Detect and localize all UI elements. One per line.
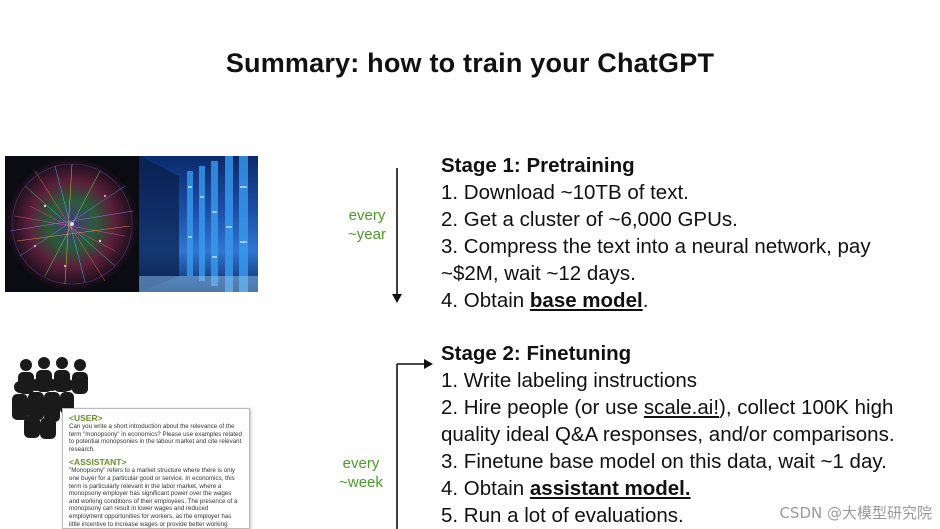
stage1-step: 4. Obtain base model. [441,287,871,314]
user-message: Can you write a short introduction about… [69,423,242,453]
frequency-line: every [348,207,386,224]
stage2-frequency: every ~week [331,454,391,492]
frequency-line: every [342,455,380,472]
chat-example-card: <USER> Can you write a short introductio… [62,408,250,529]
slide-title: Summary: how to train your ChatGPT [225,48,715,78]
stage2-section: Stage 2: Finetuning 1. Write labeling in… [441,340,895,529]
step-prefix: 2. Hire people (or use [441,396,644,419]
assistant-tag: <ASSISTANT> [69,457,127,468]
stage1-section: Stage 1: Pretraining 1. Download ~10TB o… [441,152,871,314]
stage1-title: Stage 1: Pretraining [441,154,635,177]
stage1-step: 2. Get a cluster of ~6,000 GPUs. [441,208,738,231]
stage2-loop-arrow [396,359,433,529]
stage2-step: 2. Hire people (or use scale.ai!), colle… [441,394,895,421]
step-prefix: 4. Obtain [441,289,530,312]
stage2-step: 3. Finetune base model on this data, wai… [441,450,887,473]
people-crowd-icon [12,355,100,439]
stage1-frequency: every ~year [337,206,397,244]
stage1-down-arrow [392,168,402,303]
frequency-line: ~year [348,226,386,243]
frequency-line: ~week [339,474,383,491]
stage1-step: ~$2M, wait ~12 days. [441,262,636,285]
stage2-step: quality ideal Q&A responses, and/or comp… [441,423,895,446]
timeline-arrows [392,168,433,529]
scale-ai-link[interactable]: scale.ai! [643,396,720,419]
gpu-cluster-image [139,156,258,292]
stage1-step: 3. Compress the text into a neural netwo… [441,235,871,258]
assistant-message: "Monopsony" refers to a market structure… [69,467,238,528]
step-suffix: . [642,289,649,312]
step-suffix: ), collect 100K high [719,396,894,419]
step-prefix: 4. Obtain [441,477,530,500]
stage1-step: 1. Download ~10TB of text. [441,181,689,204]
base-model-term: base model [529,289,643,312]
stage2-title: Stage 2: Finetuning [441,342,632,365]
user-tag: <USER> [69,413,103,423]
assistant-model-term: assistant model. [529,477,691,500]
neural-network-image [5,156,139,292]
stage2-step: 5. Run a lot of evaluations. [441,504,684,527]
stage2-step: 4. Obtain assistant model. [441,475,895,502]
watermark: CSDN @大模型研究院 [779,504,932,522]
stage2-step: 1. Write labeling instructions [441,369,697,392]
